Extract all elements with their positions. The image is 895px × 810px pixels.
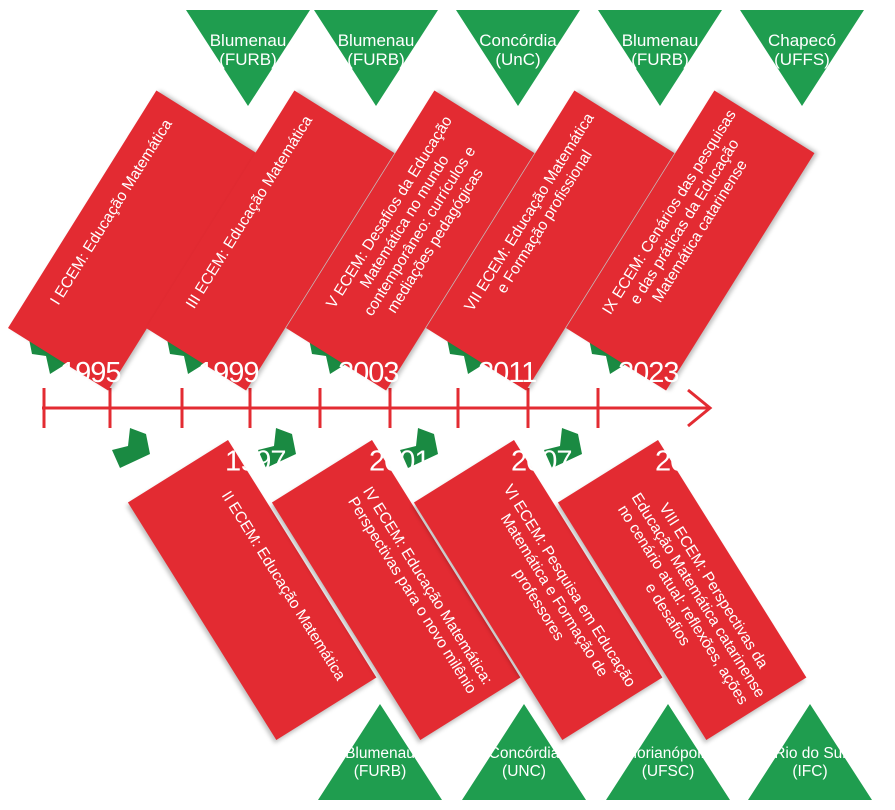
ribbon-fold-bottom — [544, 428, 582, 468]
location-institution: (UFSC) — [641, 763, 695, 780]
location-triangle-bottom: Rio do Sul(IFC) — [748, 704, 872, 800]
timeline-arrowhead — [687, 388, 713, 428]
location-city: Concórdia — [488, 745, 560, 762]
location-triangle-top: Blumenau(FURB) — [314, 10, 438, 106]
location-triangle-top: Blumenau(FURB) — [598, 10, 722, 106]
location-triangle-top: Concórdia(UnC) — [456, 10, 580, 106]
event-year: 2003 — [337, 357, 399, 390]
location-triangle-bottom: Blumenau(FURB) — [318, 704, 442, 800]
location-city: Florianópolis — [624, 745, 712, 762]
event-year: 2007 — [511, 445, 572, 478]
ribbon-fold-bottom — [112, 428, 150, 468]
event-year: 2011 — [477, 357, 537, 390]
event-year: 1999 — [197, 357, 259, 390]
location-city: Chapecó — [767, 31, 837, 50]
location-institution: (UFFS) — [774, 50, 830, 69]
ribbon-fold-bottom — [258, 428, 296, 468]
ribbon-fold-bottom — [400, 428, 438, 468]
location-city: Concórdia — [479, 31, 557, 50]
location-city: Rio do Sul — [774, 745, 846, 762]
location-triangle-top: Blumenau(FURB) — [186, 10, 310, 106]
location-triangle-bottom: Florianópolis(UFSC) — [606, 704, 730, 800]
event-year: 2021 — [655, 445, 716, 478]
location-institution: (FURB) — [631, 50, 689, 69]
location-institution: (UnC) — [495, 50, 541, 69]
event-year: 1997 — [225, 445, 286, 478]
location-triangle-top: Chapecó(UFFS) — [740, 10, 864, 106]
location-triangle-bottom: Concórdia(UNC) — [462, 704, 586, 800]
location-institution: (UNC) — [502, 763, 546, 780]
location-institution: (IFC) — [792, 763, 828, 780]
location-institution: (FURB) — [347, 50, 405, 69]
event-year: 1995 — [59, 357, 121, 390]
location-city: Blumenau — [345, 745, 415, 762]
event-year: 2023 — [617, 357, 679, 390]
location-institution: (FURB) — [219, 50, 277, 69]
location-institution: (FURB) — [353, 763, 407, 780]
location-city: Blumenau — [621, 31, 699, 50]
location-city: Blumenau — [209, 31, 287, 50]
location-city: Blumenau — [337, 31, 415, 50]
event-year: 2001 — [369, 445, 430, 478]
